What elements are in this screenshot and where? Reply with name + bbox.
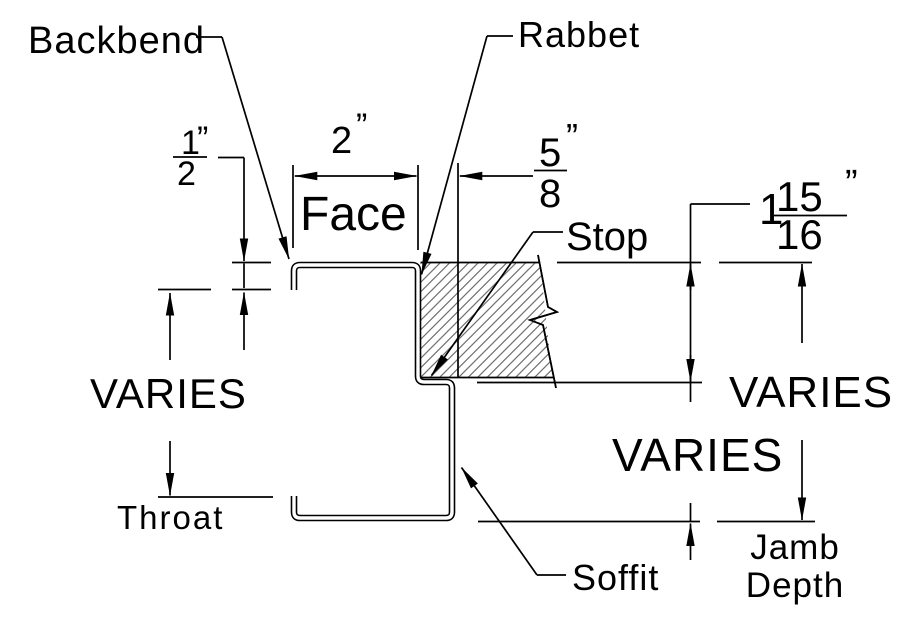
half-numerator: 1 xyxy=(181,124,200,162)
backbend-label: Backbend xyxy=(28,20,205,62)
stop-width-numerator: 5 xyxy=(539,131,561,175)
half-denominator: 2 xyxy=(177,155,196,193)
frame-profile xyxy=(290,261,456,522)
dim-stop-width: 5 8 ” xyxy=(534,116,578,216)
leader-lines xyxy=(221,35,538,576)
stop-width-denominator: 8 xyxy=(539,172,561,216)
face-width-inch-mark: ” xyxy=(356,107,367,145)
stop-label: Stop xyxy=(566,215,648,259)
varies-middle-label: VARIES xyxy=(612,429,783,481)
jamb-depth-label-line2: Depth xyxy=(746,566,844,605)
dimension-values: 1 2 ” 2 ” 5 8 ” 1 15 16 ” xyxy=(173,107,858,258)
stop-section-hatch xyxy=(420,254,560,389)
stop-leader xyxy=(430,231,534,376)
rabbet-depth-denominator: 16 xyxy=(776,211,823,258)
profile-inner-line xyxy=(292,263,454,520)
dim-backbend-height: 1 2 ” xyxy=(173,120,208,193)
dim-face-width: 2 ” xyxy=(331,107,367,162)
backbend-leader xyxy=(221,36,290,260)
rabbet-depth-inch-mark: ” xyxy=(845,163,858,205)
soffit-leader xyxy=(460,467,538,576)
break-line xyxy=(527,254,560,389)
stop-width-inch-mark: ” xyxy=(566,116,578,157)
varies-right-label: VARIES xyxy=(729,368,893,417)
dimension-arrows xyxy=(165,157,807,560)
dim-rabbet-depth: 1 15 16 ” xyxy=(759,163,858,258)
throat-label: Throat xyxy=(117,499,224,536)
rabbet-leader xyxy=(420,35,488,275)
rabbet-label: Rabbet xyxy=(518,14,640,55)
text-labels: Backbend Rabbet Face Stop Soffit Throat … xyxy=(28,14,893,605)
varies-left-label: VARIES xyxy=(90,370,247,417)
rabbet-depth-whole: 1 xyxy=(759,185,783,234)
face-width-value: 2 xyxy=(331,120,352,162)
rabbet-depth-numerator: 15 xyxy=(776,173,823,220)
extension-lines xyxy=(158,35,815,576)
soffit-label: Soffit xyxy=(572,557,659,598)
jamb-depth-label-line1: Jamb xyxy=(750,528,840,567)
half-inch-mark: ” xyxy=(197,120,208,158)
face-label: Face xyxy=(300,188,407,241)
